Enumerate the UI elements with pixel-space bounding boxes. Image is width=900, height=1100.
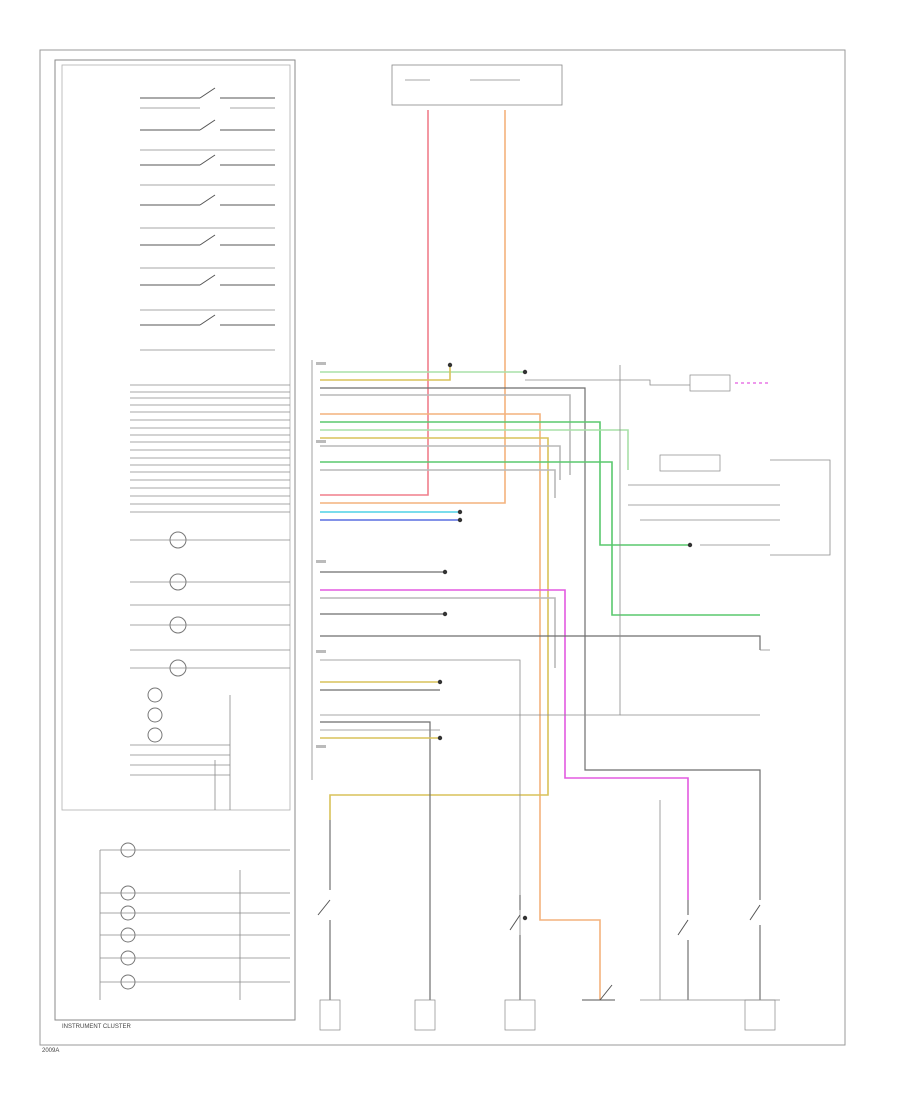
instrument-cluster-box (54, 59, 296, 1021)
cluster-switch-group (140, 87, 275, 351)
wire-light-green (320, 429, 629, 470)
outer-frame (39, 49, 846, 1046)
wire-gray-long-right (320, 635, 761, 650)
bulb-icon (147, 707, 163, 723)
wire-yellow-long (320, 437, 549, 820)
fuse-block-top (391, 64, 563, 106)
bulb-icon (147, 687, 163, 703)
wire-red (320, 110, 429, 496)
wire-gray-mid2 (320, 469, 556, 498)
wire-yellow-short (320, 365, 451, 381)
splice-points (437, 362, 693, 921)
bulb-icon (147, 727, 163, 743)
wire-gray-top (320, 387, 761, 820)
wire-green-mid (320, 461, 760, 616)
wire-orange-long (320, 413, 601, 1000)
wire-magenta (320, 589, 689, 900)
bottom-switch-group (317, 800, 780, 1031)
wire-orange (320, 110, 506, 504)
cluster-bulb-group (99, 531, 290, 1000)
wire-gray-mid (320, 445, 561, 480)
wire-gray-e (320, 365, 621, 716)
connector-pin-markers (316, 362, 326, 748)
wire-green-long (320, 421, 690, 546)
cluster-title: INSTRUMENT CLUSTER (62, 1024, 132, 1030)
wire-gray-f (320, 721, 431, 1000)
wire-gray-c (320, 659, 521, 1000)
cluster-pin-lines (130, 384, 290, 513)
right-component-group (525, 374, 831, 716)
wire-gray-bank (320, 394, 571, 475)
cluster-inner-box (61, 64, 291, 811)
wire-light-gray-a (320, 597, 556, 668)
footer-code: 2009A (42, 1048, 59, 1054)
